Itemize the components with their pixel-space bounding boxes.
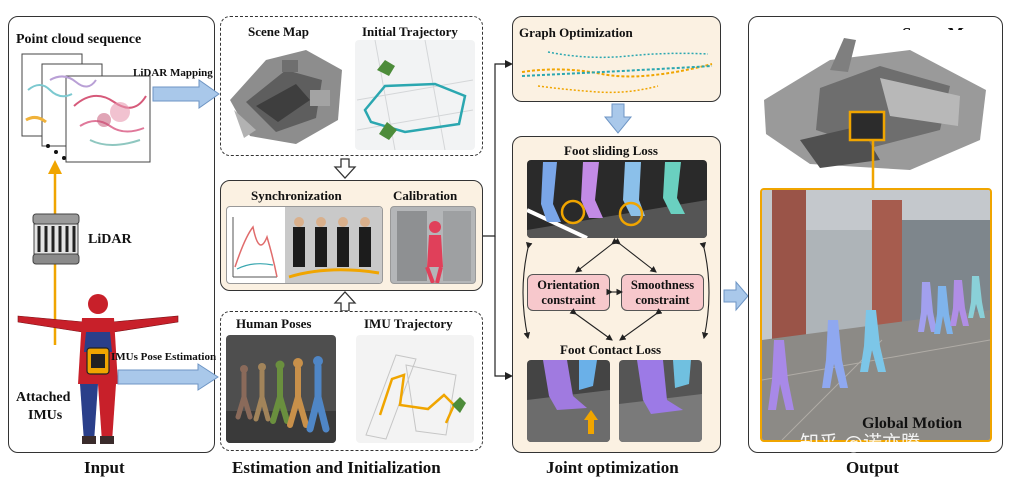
estimation-caption: Estimation and Initialization <box>232 458 441 477</box>
joint-to-output-arrow <box>723 280 749 312</box>
global-motion-label: Global Motion <box>862 415 963 432</box>
human-poses-image <box>226 335 336 443</box>
imu-trajectory-label: IMU Trajectory <box>364 316 453 331</box>
graph-optimization-label: Graph Optimization <box>519 25 633 40</box>
graph-to-loss-arrow <box>603 103 633 134</box>
ellipsis-dots <box>46 144 66 160</box>
scene-map-label: Scene Map <box>248 24 310 39</box>
watermark-text: 知乎 @诺亦腾 <box>800 432 921 454</box>
smoothness-constraint-box: Smoothness constraint <box>621 274 704 311</box>
calibration-image <box>390 206 476 284</box>
orientation-constraint-line2: constraint <box>541 292 596 307</box>
graph-optimization-plot <box>521 51 713 94</box>
foot-contact-image-right <box>619 360 702 442</box>
point-cloud-frames-image <box>21 53 151 163</box>
initial-trajectory-image <box>355 40 475 150</box>
orientation-constraint-box: Orientation constraint <box>527 274 610 311</box>
input-caption: Input <box>84 458 125 477</box>
attached-imus-label-line2: IMUs <box>28 408 63 423</box>
imu-trajectory-image <box>356 335 474 443</box>
hollow-down-arrow <box>333 158 357 179</box>
synchronization-image <box>226 206 383 284</box>
lidar-label: LiDAR <box>88 232 132 247</box>
synchronization-label: Synchronization <box>251 188 342 203</box>
joint-optimization-caption: Joint optimization <box>546 458 679 477</box>
foot-contact-image-left <box>527 360 610 442</box>
calibration-label: Calibration <box>393 188 458 203</box>
global-motion-image <box>760 188 992 442</box>
imus-pose-arrow <box>117 363 219 391</box>
foot-sliding-image <box>527 160 707 238</box>
zoom-connector-line <box>871 140 875 190</box>
smoothness-constraint-line1: Smoothness <box>630 277 695 292</box>
hollow-up-arrow <box>333 291 357 312</box>
lidar-mapping-arrow <box>152 79 220 109</box>
initial-trajectory-label: Initial Trajectory <box>362 24 458 39</box>
scene-map-image <box>226 40 346 150</box>
smoothness-constraint-line2: constraint <box>635 292 690 307</box>
lidar-mapping-label: LiDAR Mapping <box>133 67 213 79</box>
constraint-arrows <box>522 238 710 341</box>
imus-pose-estimation-label: IMUs Pose Estimation <box>111 351 217 363</box>
output-scene-map-image <box>760 30 992 176</box>
point-cloud-sequence-label: Point cloud sequence <box>16 32 142 47</box>
human-poses-label: Human Poses <box>236 316 312 331</box>
output-caption: Output <box>846 458 899 477</box>
attached-imus-label-line1: Attached <box>16 390 71 405</box>
foot-contact-loss-label: Foot Contact Loss <box>560 342 662 357</box>
lidar-device-image <box>32 213 80 265</box>
foot-sliding-loss-label: Foot sliding Loss <box>564 143 658 158</box>
orientation-constraint-line1: Orientation <box>537 277 600 292</box>
person-figure-image <box>17 294 179 444</box>
estimation-to-joint-connector <box>483 60 513 380</box>
